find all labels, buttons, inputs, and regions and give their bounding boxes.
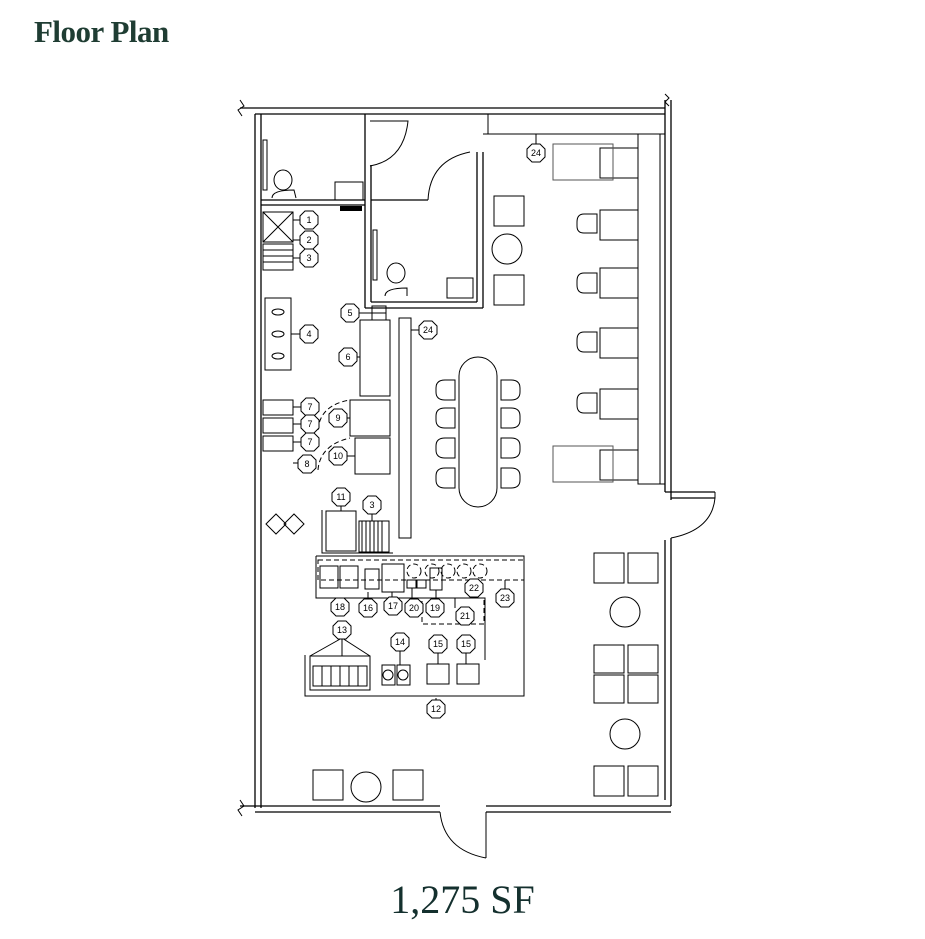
tag-4: 4 [299, 324, 319, 344]
bar-counter [304, 555, 525, 697]
kitchen-equipment [262, 211, 412, 554]
svg-text:24: 24 [531, 148, 541, 158]
svg-text:3: 3 [306, 253, 311, 263]
tag-7b: 7 [300, 414, 320, 434]
tag-10: 10 [328, 446, 348, 466]
tag-13: 13 [332, 620, 352, 640]
tag-6: 6 [338, 347, 358, 367]
doors [369, 120, 716, 859]
tag-15a: 15 [428, 634, 448, 654]
page-title: Floor Plan [34, 14, 169, 49]
square-footage: 1,275 SF [390, 877, 535, 922]
svg-text:7: 7 [307, 419, 312, 429]
tag-20: 20 [404, 598, 424, 618]
svg-text:21: 21 [460, 611, 470, 621]
svg-text:9: 9 [335, 413, 340, 423]
leader-lines [291, 134, 537, 700]
tag-9: 9 [328, 408, 348, 428]
svg-text:13: 13 [337, 625, 347, 635]
restrooms [261, 114, 484, 309]
svg-text:20: 20 [409, 603, 419, 613]
svg-text:7: 7 [307, 402, 312, 412]
tag-16: 16 [358, 598, 378, 618]
svg-text:17: 17 [388, 601, 398, 611]
svg-text:5: 5 [347, 308, 352, 318]
tag-14: 14 [390, 632, 410, 652]
svg-text:19: 19 [430, 603, 440, 613]
svg-text:18: 18 [335, 602, 345, 612]
tag-17: 17 [383, 596, 403, 616]
svg-text:2: 2 [306, 235, 311, 245]
tag-8: 8 [297, 454, 317, 474]
tag-7c: 7 [300, 432, 320, 452]
svg-text:4: 4 [306, 329, 311, 339]
svg-text:15: 15 [461, 639, 471, 649]
svg-text:14: 14 [395, 637, 405, 647]
tag-11: 11 [331, 487, 351, 507]
svg-text:6: 6 [345, 352, 350, 362]
svg-text:24: 24 [423, 325, 433, 335]
tag-18: 18 [330, 597, 350, 617]
tag-3: 3 [299, 248, 319, 268]
tag-15b: 15 [456, 634, 476, 654]
svg-text:23: 23 [500, 593, 510, 603]
tag-3b: 3 [362, 495, 382, 515]
svg-text:7: 7 [307, 437, 312, 447]
equipment-tags: 1 2 3 4 5 6 7 7 7 8 9 10 11 3 24 24 18 1… [297, 143, 546, 719]
tag-24b: 24 [526, 143, 546, 163]
exterior-walls [237, 93, 715, 817]
svg-text:3: 3 [369, 500, 374, 510]
svg-text:11: 11 [336, 492, 345, 502]
tag-1: 1 [299, 210, 319, 230]
tag-23: 23 [495, 588, 515, 608]
dining-furniture [312, 113, 665, 803]
tag-22: 22 [464, 578, 484, 598]
svg-text:22: 22 [469, 583, 479, 593]
tag-21: 21 [455, 606, 475, 626]
svg-text:15: 15 [433, 639, 443, 649]
tag-2: 2 [299, 230, 319, 250]
tag-19: 19 [425, 598, 445, 618]
tag-12: 12 [426, 699, 446, 719]
svg-text:8: 8 [304, 459, 309, 469]
svg-text:1: 1 [306, 215, 311, 225]
svg-text:16: 16 [363, 603, 373, 613]
tag-7a: 7 [300, 397, 320, 417]
svg-text:12: 12 [431, 704, 441, 714]
svg-text:10: 10 [333, 451, 343, 461]
tag-24a: 24 [418, 320, 438, 340]
tag-5: 5 [340, 303, 360, 323]
